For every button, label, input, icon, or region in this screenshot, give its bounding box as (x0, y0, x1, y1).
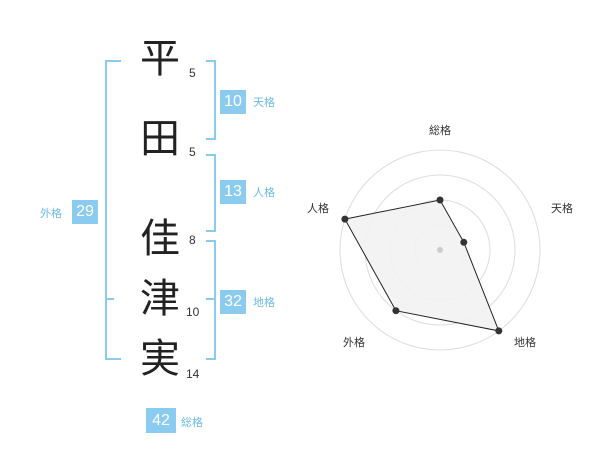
chikaku-bracket (206, 240, 216, 360)
radar-chart: 総格 天格 地格 外格 人格 (307, 123, 573, 351)
radar-grid-ring (339, 149, 541, 351)
tenkaku-label: 天格 (253, 96, 275, 109)
radar-axis-label-jinkaku: 人格 (307, 201, 329, 215)
soukaku-value-box: 42 (146, 408, 176, 433)
radar-point (436, 196, 444, 204)
radar-point (392, 307, 400, 315)
gaikaku-mid-tick (105, 298, 114, 300)
stroke-count-5: 14 (186, 367, 200, 381)
chikaku-label: 地格 (253, 296, 275, 309)
stroke-count-1: 5 (189, 66, 196, 80)
jinkaku-label: 人格 (253, 186, 275, 199)
radar-point (460, 238, 468, 246)
chikaku-mid-tick (206, 298, 215, 300)
stroke-count-4: 10 (186, 305, 200, 319)
radar-center-dot (437, 247, 443, 253)
name-char-2: 田 (140, 116, 180, 162)
radar-point (495, 327, 503, 335)
name-char-1: 平 (140, 36, 180, 82)
radar-axis-label-chikaku: 地格 (514, 335, 536, 349)
gaikaku-bracket (105, 60, 121, 360)
stroke-count-2: 5 (189, 145, 196, 159)
gaikaku-value-box: 29 (72, 200, 98, 224)
radar-point (341, 215, 349, 223)
radar-axis-label-tenkaku: 天格 (551, 201, 573, 215)
radar-axis-label-soukaku: 総格 (429, 123, 451, 137)
radar-axis-label-gaikaku: 外格 (343, 335, 365, 349)
jinkaku-value-box: 13 (220, 180, 246, 204)
name-char-4: 津 (140, 276, 180, 322)
radar-points (341, 196, 503, 335)
chikaku-value-box: 32 (220, 290, 246, 314)
name-char-5: 実 (140, 336, 180, 382)
gaikaku-label: 外格 (40, 207, 62, 220)
stroke-count-3: 8 (189, 233, 196, 247)
name-char-3: 佳 (140, 216, 180, 262)
tenkaku-value-box: 10 (220, 90, 246, 114)
tenkaku-bracket (206, 60, 216, 140)
soukaku-label: 総格 (181, 416, 203, 429)
jinkaku-bracket (206, 154, 216, 232)
radar-data-polygon (344, 199, 500, 332)
